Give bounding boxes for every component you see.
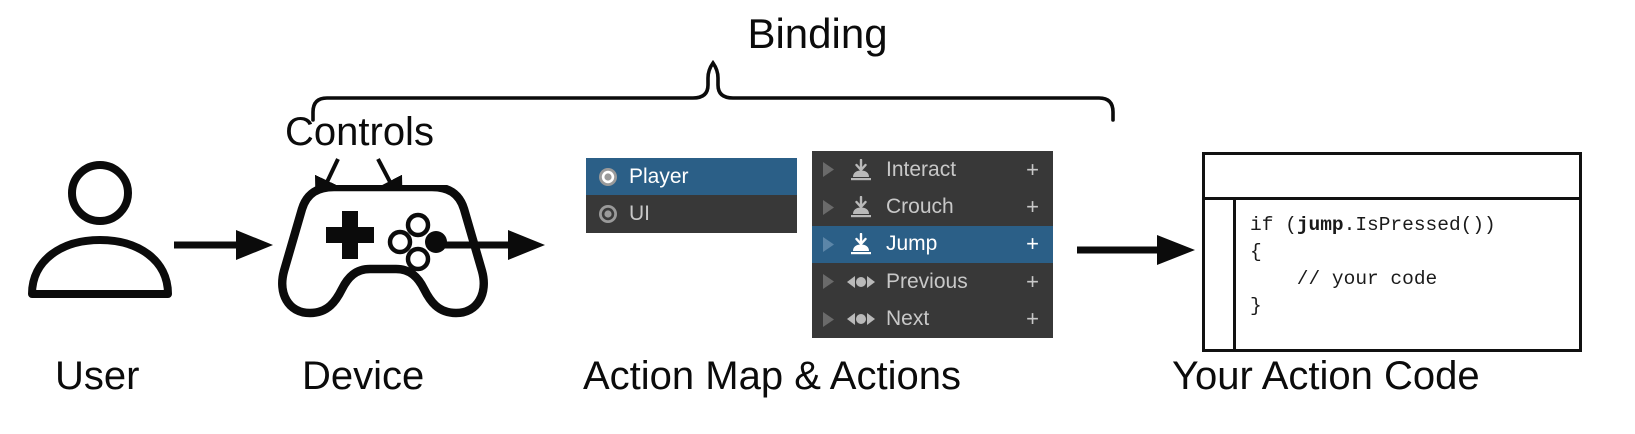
triangle-right-icon[interactable] bbox=[812, 199, 844, 216]
triangle-right-icon[interactable] bbox=[812, 273, 844, 290]
code-line-3: // your code bbox=[1250, 268, 1438, 290]
code-editor-gutter bbox=[1205, 200, 1236, 349]
code-editor-text[interactable]: if (jump.IsPressed()) { // your code } bbox=[1236, 200, 1579, 349]
button-action-icon bbox=[844, 233, 878, 255]
action-map-row-player[interactable]: Player bbox=[586, 158, 797, 196]
gamepad-icon bbox=[278, 185, 488, 318]
radio-target-icon bbox=[599, 167, 617, 186]
axis-action-icon bbox=[844, 311, 878, 327]
triangle-right-icon[interactable] bbox=[812, 236, 844, 253]
add-binding-button[interactable]: + bbox=[1026, 156, 1039, 182]
button-action-icon bbox=[844, 196, 878, 218]
code-line-2: { bbox=[1250, 241, 1262, 263]
code-editor-body: if (jump.IsPressed()) { // your code } bbox=[1205, 200, 1579, 349]
caption-code: Your Action Code bbox=[1172, 354, 1480, 398]
action-label: Previous bbox=[886, 269, 968, 293]
action-row-crouch[interactable]: Crouch + bbox=[812, 188, 1053, 225]
axis-action-icon bbox=[844, 274, 878, 290]
code-editor-titlebar bbox=[1205, 155, 1579, 200]
action-row-previous[interactable]: Previous + bbox=[812, 263, 1053, 300]
action-label: Crouch bbox=[886, 195, 954, 219]
code-line-4: } bbox=[1250, 295, 1262, 317]
arrow-user-to-device-icon bbox=[174, 230, 273, 260]
arrow-actions-to-code-icon bbox=[1077, 235, 1195, 265]
triangle-right-icon[interactable] bbox=[812, 311, 844, 328]
action-row-jump[interactable]: Jump + bbox=[812, 225, 1053, 264]
action-label: Interact bbox=[886, 157, 957, 181]
code-line-1-suffix: .IsPressed()) bbox=[1343, 214, 1496, 236]
action-row-interact[interactable]: Interact + bbox=[812, 151, 1053, 188]
action-label: Next bbox=[886, 307, 930, 331]
button-action-icon bbox=[844, 158, 878, 181]
binding-label: Binding bbox=[747, 10, 888, 57]
binding-brace-icon bbox=[311, 59, 1115, 122]
code-line-1-prefix: if ( bbox=[1250, 214, 1297, 236]
caption-device: Device bbox=[302, 354, 425, 398]
caption-user: User bbox=[55, 354, 140, 398]
actions-panel: Interact + Crouch + bbox=[812, 151, 1053, 338]
action-map-label: UI bbox=[629, 202, 650, 226]
add-binding-button[interactable]: + bbox=[1026, 231, 1039, 257]
code-line-1-identifier: jump bbox=[1296, 214, 1344, 236]
arrow-device-to-actionmap-icon bbox=[434, 230, 545, 260]
action-maps-panel: Player UI bbox=[586, 158, 797, 233]
add-binding-button[interactable]: + bbox=[1026, 306, 1039, 332]
action-label: Jump bbox=[886, 232, 938, 256]
caption-action-map: Action Map & Actions bbox=[583, 354, 961, 398]
action-map-label: Player bbox=[629, 164, 689, 188]
user-avatar-icon bbox=[28, 161, 172, 298]
controls-label: Controls bbox=[285, 110, 434, 154]
add-binding-button[interactable]: + bbox=[1026, 268, 1039, 294]
add-binding-button[interactable]: + bbox=[1026, 194, 1039, 220]
action-map-row-ui[interactable]: UI bbox=[586, 195, 797, 232]
code-editor-window: if (jump.IsPressed()) { // your code } bbox=[1202, 152, 1582, 352]
action-row-next[interactable]: Next + bbox=[812, 301, 1053, 338]
triangle-right-icon[interactable] bbox=[812, 161, 844, 178]
radio-target-icon bbox=[599, 205, 617, 224]
